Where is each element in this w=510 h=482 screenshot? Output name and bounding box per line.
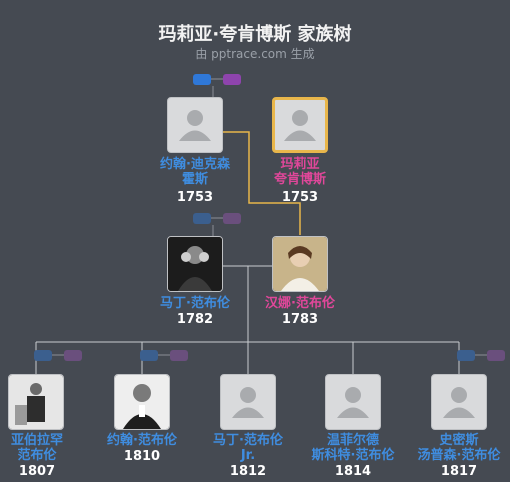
person-name-line: 史密斯 xyxy=(439,433,479,448)
person-placeholder-icon xyxy=(337,387,369,418)
family-badge-female[interactable] xyxy=(223,74,241,85)
person-name-line: 汉娜·范布伦 xyxy=(265,296,335,311)
person-card-john-dickinson-hoes[interactable] xyxy=(167,97,223,153)
person-name-line: 温菲尔德 xyxy=(326,433,379,448)
family-badge-male[interactable] xyxy=(34,350,52,361)
person-card-abraham-van-buren[interactable] xyxy=(8,374,64,430)
family-badge-female[interactable] xyxy=(487,350,505,361)
person-name-line: 约翰·迪克森 xyxy=(160,157,230,172)
person-name-line: 马丁·范布伦 xyxy=(160,296,230,311)
person-name[interactable]: 亚伯拉罕 范布伦 xyxy=(0,433,74,463)
person-name-line: 霍斯 xyxy=(181,172,208,187)
birth-year: 1814 xyxy=(334,464,372,479)
portrait-photo xyxy=(115,375,169,429)
family-badge-female[interactable] xyxy=(64,350,82,361)
person-name[interactable]: 约翰·范布伦 xyxy=(92,433,192,448)
person-name-line: 玛莉亚 xyxy=(280,157,320,172)
person-placeholder-icon xyxy=(284,110,316,141)
person-name[interactable]: 汉娜·范布伦 xyxy=(240,296,360,311)
person-name[interactable]: 马丁·范布伦 Jr. xyxy=(198,433,298,463)
person-card-winfield-scott-van-buren[interactable] xyxy=(325,374,381,430)
person-name-line: 马丁·范布伦 xyxy=(213,433,283,448)
person-card-maria-quackenbush[interactable] xyxy=(272,97,328,153)
birth-year: 1753 xyxy=(281,190,319,205)
person-card-john-van-buren[interactable] xyxy=(114,374,170,430)
person-name-line: 范布伦 xyxy=(17,448,57,463)
person-card-hannah-van-buren[interactable] xyxy=(272,236,328,292)
person-name[interactable]: 史密斯 汤普森·范布伦 xyxy=(408,433,510,463)
person-name-line: 夸肯博斯 xyxy=(273,172,326,187)
person-name-line: 汤普森·范布伦 xyxy=(417,448,501,463)
page-title: 玛莉亚·夸肯博斯 家族树 xyxy=(158,24,352,45)
person-card-martin-van-buren-jr[interactable] xyxy=(220,374,276,430)
page-subtitle: 由 pptrace.com 生成 xyxy=(195,47,315,61)
person-name[interactable]: 温菲尔德 斯科特·范布伦 xyxy=(298,433,408,463)
person-name-line: 亚伯拉罕 xyxy=(10,433,63,448)
person-name-line: 约翰·范布伦 xyxy=(107,433,177,448)
person-name-line: Jr. xyxy=(240,448,256,463)
birth-year: 1817 xyxy=(440,464,478,479)
person-placeholder-icon xyxy=(179,110,211,141)
person-card-martin-van-buren[interactable] xyxy=(167,236,223,292)
birth-year: 1753 xyxy=(176,190,214,205)
person-card-smith-thompson-van-buren[interactable] xyxy=(431,374,487,430)
family-badge-male[interactable] xyxy=(193,213,211,224)
birth-year: 1812 xyxy=(229,464,267,479)
person-name-line: 斯科特·范布伦 xyxy=(311,448,395,463)
family-badge-female[interactable] xyxy=(223,213,241,224)
portrait-photo xyxy=(168,237,222,291)
person-placeholder-icon xyxy=(232,387,264,418)
birth-year: 1782 xyxy=(176,312,214,327)
portrait-photo xyxy=(9,375,63,429)
person-placeholder-icon xyxy=(443,387,475,418)
family-badge-male[interactable] xyxy=(193,74,211,85)
birth-year: 1783 xyxy=(281,312,319,327)
highlight-connector xyxy=(223,131,301,235)
person-name[interactable]: 约翰·迪克森 霍斯 xyxy=(135,157,255,187)
birth-year: 1810 xyxy=(123,449,161,464)
person-name[interactable]: 马丁·范布伦 xyxy=(135,296,255,311)
birth-year: 1807 xyxy=(18,464,56,479)
family-badge-male[interactable] xyxy=(457,350,475,361)
portrait-photo xyxy=(273,237,327,291)
family-badge-male[interactable] xyxy=(140,350,158,361)
family-badge-female[interactable] xyxy=(170,350,188,361)
person-name[interactable]: 玛莉亚 夸肯博斯 xyxy=(240,157,360,187)
